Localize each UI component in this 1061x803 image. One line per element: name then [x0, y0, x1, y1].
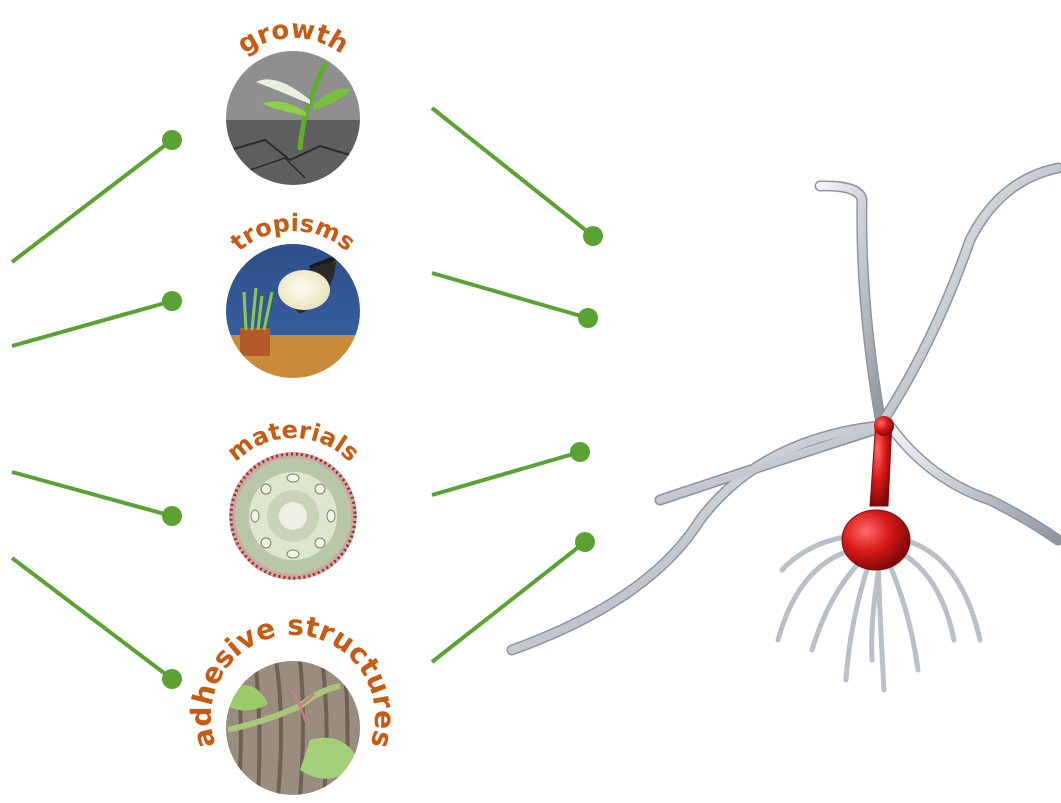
materials-image	[229, 452, 357, 580]
connector-line-materials-right	[432, 452, 580, 495]
connector-dot-tropisms-left	[162, 291, 182, 311]
left-connectors	[12, 130, 182, 689]
robot-tip-body	[842, 510, 910, 570]
feature-tropisms: tropisms	[225, 209, 361, 379]
connector-line-adhesive-right	[432, 542, 585, 662]
connector-line-growth-right	[432, 108, 593, 236]
plant-root-robot	[512, 168, 1058, 690]
connector-line-tropisms-left	[12, 301, 172, 346]
connector-dot-materials-right	[570, 442, 590, 462]
connector-dot-tropisms-right	[578, 308, 598, 328]
connector-line-adhesive-left	[12, 558, 172, 679]
feature-adhesive: adhesive structures	[185, 609, 401, 796]
connector-dot-growth-left	[162, 130, 182, 150]
connector-dot-adhesive-right	[575, 532, 595, 552]
connector-line-growth-left	[12, 140, 172, 262]
connector-dot-adhesive-left	[162, 669, 182, 689]
feature-growth: growth	[225, 14, 361, 186]
connector-dot-materials-left	[162, 506, 182, 526]
connector-line-materials-left	[12, 472, 172, 516]
connector-dot-growth-right	[583, 226, 603, 246]
right-connectors	[432, 108, 603, 662]
feature-materials: materials	[222, 416, 365, 580]
connector-line-tropisms-right	[432, 273, 588, 318]
